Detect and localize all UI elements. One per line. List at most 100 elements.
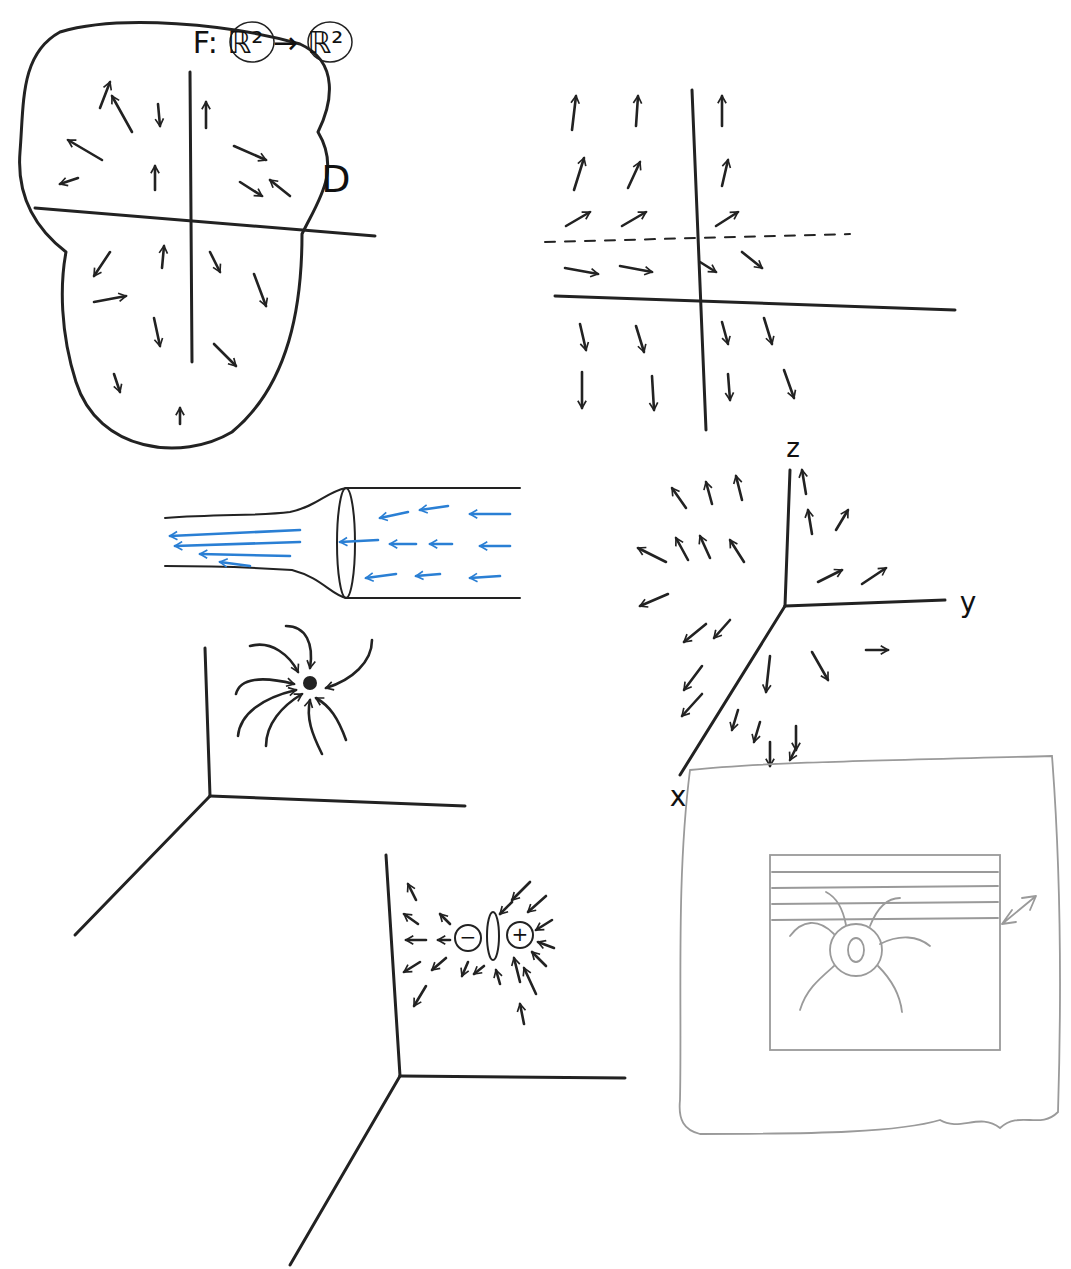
field-arrow	[404, 962, 420, 972]
axis-line	[785, 470, 790, 606]
flow-arrow	[470, 513, 510, 516]
field-arrow	[636, 96, 638, 126]
screen-line	[772, 918, 998, 920]
field-arrow	[682, 694, 702, 716]
region-outline	[20, 23, 330, 448]
axis-line	[75, 796, 210, 935]
flow-arrow	[380, 512, 408, 518]
field-arrow	[100, 82, 110, 108]
flow-arrow	[390, 543, 416, 546]
field-arrow	[496, 970, 500, 984]
field-arrow	[812, 652, 828, 680]
field-arrow	[764, 318, 772, 344]
sketch-circle	[848, 938, 864, 962]
field-arrow	[742, 252, 762, 268]
charge-sign: −	[460, 926, 477, 948]
field-arrow	[732, 710, 738, 730]
field-arrow	[500, 902, 512, 914]
dipole-plate	[487, 912, 499, 960]
field-arrow	[234, 146, 266, 160]
field-arrow	[700, 262, 716, 272]
sketch-leg	[870, 898, 900, 926]
axis-line	[190, 72, 192, 362]
field-arrow	[68, 140, 102, 160]
screen-line	[772, 871, 998, 873]
axis-label: y	[960, 588, 977, 619]
sketch-leg	[790, 923, 834, 936]
field-arrow	[700, 536, 710, 558]
field-arrow	[581, 372, 584, 408]
field-arrow	[528, 896, 546, 912]
flow-arrow	[175, 542, 300, 546]
faint-sketch	[680, 756, 1060, 1134]
axis-label: z	[786, 434, 800, 463]
field-arrow	[766, 656, 770, 692]
field-arrow	[684, 666, 702, 690]
charge-sign: +	[512, 923, 529, 945]
field-arrow	[408, 884, 416, 900]
field-arrow	[94, 252, 110, 276]
field-arrow	[462, 962, 468, 976]
field-arrow	[862, 568, 886, 584]
field-arrow	[795, 726, 798, 750]
charge-circle	[455, 925, 481, 951]
field-arrow	[566, 212, 590, 226]
field-arrow	[572, 96, 576, 130]
axis-line	[290, 1076, 400, 1265]
field-arrow	[112, 96, 132, 132]
field-arrow	[179, 408, 182, 424]
field-arrow	[728, 374, 730, 400]
field-arrow	[716, 212, 738, 226]
field-arrow	[438, 939, 450, 942]
field-arrow	[684, 624, 706, 642]
field-arrow	[706, 482, 712, 504]
field-arrow	[94, 296, 126, 302]
field-arrow	[162, 246, 164, 268]
field-arrow	[432, 958, 446, 970]
field-arrow	[270, 180, 290, 196]
sketch-leg	[880, 937, 930, 946]
charge-circle	[507, 922, 533, 948]
sink-panel	[75, 626, 465, 935]
field-arrow	[254, 274, 266, 306]
field-arrow	[238, 690, 296, 736]
field-arrow	[114, 374, 120, 392]
field-arrow	[205, 102, 208, 128]
field-arrow	[512, 882, 530, 900]
flow-arrow	[430, 543, 452, 546]
axis-line	[555, 296, 955, 310]
flow-arrow	[366, 574, 396, 578]
field-arrow	[769, 742, 772, 766]
field-arrow	[672, 488, 686, 508]
field-arrow	[474, 966, 484, 974]
flow-arrow	[340, 540, 378, 542]
field-arrow	[784, 370, 794, 398]
dashed-line	[545, 234, 850, 242]
region-label: D	[321, 159, 350, 201]
flow-arrow	[416, 574, 440, 576]
sink-dot	[303, 676, 317, 690]
region-panel	[20, 22, 375, 448]
field-arrow	[652, 376, 654, 410]
field-arrow	[406, 939, 426, 942]
axis-line	[400, 1076, 625, 1078]
field-arrow	[736, 476, 742, 500]
axis-line	[210, 796, 465, 806]
field-arrow	[514, 958, 520, 982]
sketch-leg	[878, 966, 902, 1012]
field-arrow	[790, 748, 796, 760]
field-arrow	[158, 104, 160, 126]
sketch-leg	[826, 892, 846, 925]
field-arrow	[210, 252, 220, 272]
field-arrow	[722, 322, 728, 344]
dipole-panel	[290, 855, 625, 1265]
field-arrow	[326, 640, 372, 688]
field-arrow	[721, 96, 724, 126]
flow-arrow	[200, 554, 290, 556]
field-arrow	[309, 700, 322, 754]
flow-arrow	[480, 545, 510, 548]
field-panel	[545, 90, 955, 430]
field-arrow	[866, 649, 888, 652]
field-arrow	[154, 318, 160, 346]
